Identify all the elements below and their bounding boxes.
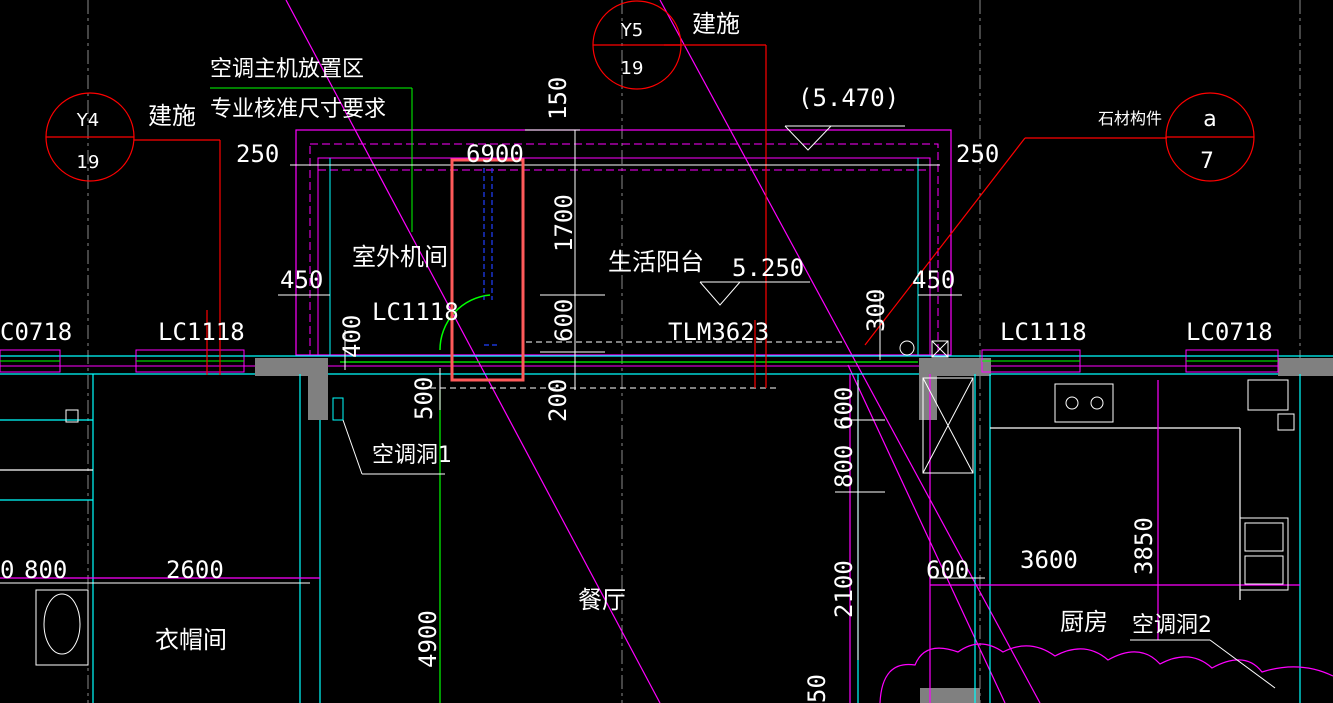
window-label-lc0718-right: LC0718 [1186, 318, 1273, 346]
dim-4900: 4900 [414, 610, 442, 668]
dim-250-right: 250 [956, 140, 999, 168]
opening-ac-hole-2: 空调洞2 [1132, 613, 1212, 638]
dim-0-left: 0 [0, 556, 14, 584]
window-label-tlm3623: TLM3623 [668, 318, 769, 346]
diagonal-reference-lines [285, 0, 1041, 703]
dim-6900: 6900 [466, 140, 524, 168]
dim-600-mid: 600 [550, 299, 578, 342]
dim-400: 400 [338, 315, 366, 358]
callout-a7-top: a [1203, 107, 1216, 132]
note-leader [210, 87, 413, 232]
white-leaders [0, 125, 1276, 689]
room-outdoor-unit: 室外机间 [352, 243, 448, 271]
dim-1700: 1700 [550, 194, 578, 252]
dim-450-right: 450 [912, 266, 955, 294]
dim-50: 50 [803, 674, 831, 703]
dimension-lines [278, 130, 962, 660]
note-ac-zone-line2: 专业核准尺寸要求 [210, 97, 386, 122]
room-dining: 餐厅 [578, 586, 626, 614]
exterior-wall [0, 355, 1333, 703]
dim-600-kitchen: 600 [926, 556, 969, 584]
callout-y5-bottom: 19 [621, 58, 644, 79]
room-kitchen: 厨房 [1060, 608, 1108, 636]
window-label-lc1118-b: LC1118 [372, 298, 459, 326]
callout-y4[interactable]: Y4 19 建施 [45, 92, 196, 182]
interior-walls [0, 374, 1301, 703]
elevation-balcony: 5.250 [732, 254, 804, 282]
callout-y4-top: Y4 [76, 110, 99, 131]
callout-y5-top: Y5 [620, 20, 643, 41]
dim-450-left: 450 [280, 266, 323, 294]
dim-200: 200 [544, 379, 572, 422]
kitchen-fixtures [35, 340, 1295, 666]
callout-a7-label: 石材构件 [1098, 109, 1162, 128]
dim-800-left: 800 [24, 556, 67, 584]
dim-600-right: 600 [830, 387, 858, 430]
revision-clouds [879, 643, 1333, 703]
opening-ac-hole-1: 空调洞1 [372, 443, 452, 468]
window-frames [0, 349, 1279, 373]
callout-y5-label: 建施 [692, 10, 740, 38]
dim-2100: 2100 [830, 560, 858, 618]
note-ac-zone-line1: 空调主机放置区 [210, 57, 364, 82]
callout-y4-label: 建施 [148, 102, 196, 130]
selection-highlight[interactable] [450, 158, 525, 382]
elevation-top: (5.470) [798, 84, 899, 112]
ac-pipe [483, 168, 498, 346]
dim-150: 150 [544, 77, 572, 120]
dim-3850: 3850 [1130, 517, 1158, 575]
dim-3600: 3600 [1020, 546, 1078, 574]
balcony-outline [295, 129, 952, 389]
callout-a7-bottom: 7 [1200, 149, 1214, 174]
room-cloakroom: 衣帽间 [155, 626, 227, 654]
window-label-lc0718-left: C0718 [0, 318, 72, 346]
dim-500: 500 [410, 377, 438, 420]
callout-a7[interactable]: a 7 石材构件 [1098, 92, 1255, 182]
window-label-lc1118-a: LC1118 [158, 318, 245, 346]
dim-250-left: 250 [236, 140, 279, 168]
dim-2600: 2600 [166, 556, 224, 584]
leader-lines [134, 44, 1167, 388]
room-service-balcony: 生活阳台 [608, 248, 704, 276]
dim-800-right: 800 [830, 445, 858, 488]
callout-y5[interactable]: Y5 19 建施 [592, 0, 740, 90]
dim-300: 300 [862, 289, 890, 332]
window-label-lc1118-c: LC1118 [1000, 318, 1087, 346]
callout-y4-bottom: 19 [77, 152, 100, 173]
door-swing [439, 294, 491, 351]
